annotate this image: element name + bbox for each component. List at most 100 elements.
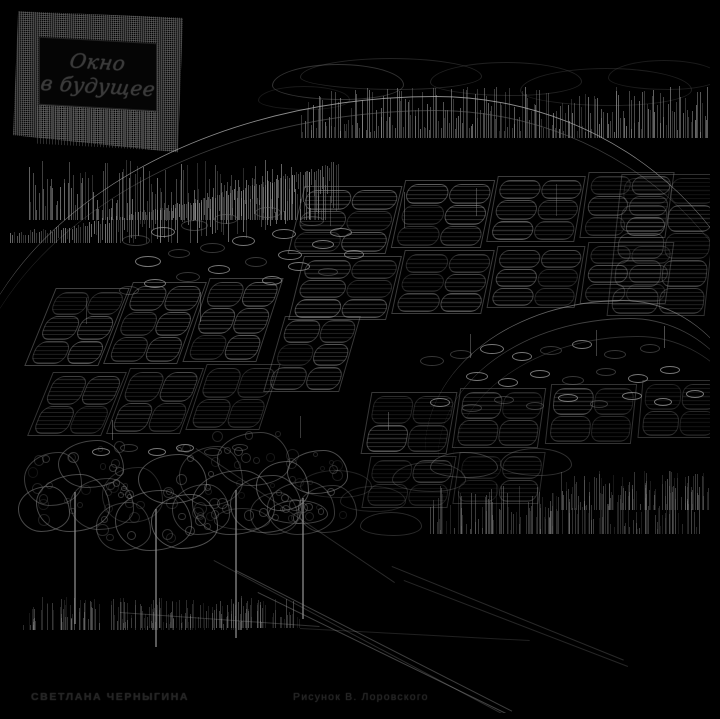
building xyxy=(663,232,712,260)
grass-stroke xyxy=(653,495,655,510)
grass-stroke xyxy=(601,494,603,534)
tree-leaf xyxy=(233,446,244,457)
embankment-stroke xyxy=(181,205,183,223)
grass-stroke xyxy=(260,621,262,628)
grass-stroke xyxy=(257,605,258,628)
embankment-stroke xyxy=(84,226,86,243)
building xyxy=(302,260,353,279)
grass-stroke xyxy=(607,505,609,534)
skyline-stroke xyxy=(687,117,689,138)
skyline-stroke xyxy=(657,105,659,138)
grass-stroke xyxy=(608,503,610,510)
grass-stroke xyxy=(660,525,662,534)
skyline-stroke xyxy=(623,117,625,138)
grass-stroke xyxy=(151,622,153,630)
tower xyxy=(470,334,471,358)
tower xyxy=(300,416,301,438)
skyline-stroke xyxy=(679,86,680,138)
grass-stroke xyxy=(226,617,227,630)
skyline-stroke xyxy=(690,122,692,138)
embankment-stroke xyxy=(175,208,176,230)
grass-stroke xyxy=(545,507,546,534)
tower xyxy=(476,188,477,216)
grass-stroke xyxy=(286,614,288,628)
grass-stroke xyxy=(160,598,162,630)
foreground-path-line xyxy=(403,580,629,667)
grass-stroke xyxy=(205,611,207,628)
vehicle-pod xyxy=(232,236,255,246)
grass-stroke xyxy=(153,607,155,630)
grass-stroke xyxy=(650,480,652,510)
grass-stroke xyxy=(117,607,119,630)
embankment-stroke xyxy=(164,210,165,238)
building xyxy=(490,288,535,306)
embankment-stroke xyxy=(249,186,251,202)
grass-stroke xyxy=(645,487,647,534)
grass-stroke xyxy=(545,519,547,534)
embankment-stroke xyxy=(16,236,18,243)
grass-stroke xyxy=(644,485,646,534)
tree-leaf xyxy=(240,453,252,464)
embankment-stroke xyxy=(128,215,130,243)
grass-stroke xyxy=(558,496,560,534)
grass-stroke xyxy=(575,484,576,534)
embankment-stroke xyxy=(157,209,159,239)
tree-leaf xyxy=(274,431,281,438)
skyline-stroke xyxy=(584,93,586,138)
embankment-stroke xyxy=(199,202,201,229)
grass-stroke xyxy=(624,525,626,534)
tower xyxy=(200,292,201,322)
grass-stroke xyxy=(649,489,651,510)
embankment-stroke xyxy=(104,223,106,243)
grass-stroke xyxy=(549,516,551,534)
embankment-stroke xyxy=(93,221,95,234)
skyline-stroke xyxy=(581,106,583,138)
grass-stroke xyxy=(695,473,697,510)
grass-stroke xyxy=(609,483,611,510)
tree-leaf xyxy=(182,443,192,453)
grass-stroke xyxy=(231,610,233,630)
grass-stroke xyxy=(676,472,678,510)
building xyxy=(297,211,348,231)
embankment-stroke xyxy=(263,181,264,213)
embankment-stroke xyxy=(285,179,286,225)
embankment-stroke xyxy=(67,228,69,240)
grass-stroke xyxy=(459,492,461,534)
grass-stroke xyxy=(259,602,261,628)
grass-stroke xyxy=(166,601,168,628)
grass-stroke xyxy=(583,476,585,510)
embankment-stroke xyxy=(91,224,93,238)
grass-stroke xyxy=(633,472,635,510)
grass-stroke xyxy=(702,472,704,510)
skyline-stroke xyxy=(628,91,630,138)
grass-stroke xyxy=(197,616,199,628)
tree-leaf xyxy=(68,452,80,464)
grass-stroke xyxy=(561,491,563,510)
grass-stroke xyxy=(256,602,258,628)
tower xyxy=(160,208,161,242)
tree-leaf xyxy=(100,515,109,523)
embankment-stroke xyxy=(234,189,236,201)
tree-trunk xyxy=(154,508,157,648)
grass-stroke xyxy=(79,607,81,630)
grass-stroke xyxy=(584,501,585,510)
grass-stroke xyxy=(31,609,33,630)
grass-stroke xyxy=(71,618,73,630)
grass-stroke xyxy=(624,522,626,534)
tree-leaf xyxy=(238,491,246,499)
tree-leaf xyxy=(211,431,223,443)
embankment-stroke xyxy=(296,171,297,183)
vehicle-pod xyxy=(181,220,208,231)
embankment-stroke xyxy=(168,204,170,242)
embankment-stroke xyxy=(203,198,205,216)
grass-stroke xyxy=(62,609,64,630)
grass-stroke xyxy=(636,528,638,534)
building xyxy=(195,308,238,334)
grass-stroke xyxy=(586,504,588,510)
skyline-stroke xyxy=(685,98,687,138)
grass-stroke xyxy=(242,621,244,628)
grass-stroke xyxy=(180,613,182,628)
embankment-stroke xyxy=(38,231,40,243)
embankment-stroke xyxy=(131,213,132,239)
embankment-stroke xyxy=(205,199,207,237)
